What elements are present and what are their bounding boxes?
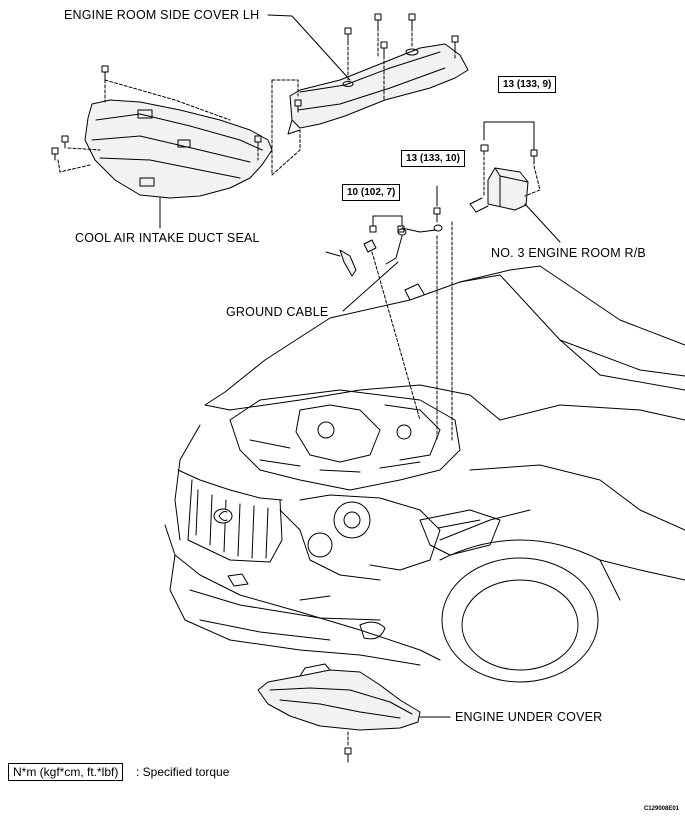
leader-ground-torque [372, 215, 403, 227]
duct-seal-dashed-leaders [57, 79, 259, 173]
torque-ground-bolt: 10 (102, 7) [342, 184, 401, 201]
label-no3-engine-room-rb: NO. 3 ENGINE ROOM R/B [491, 246, 646, 260]
torque-rb-bolt: 13 (133, 9) [498, 76, 557, 93]
torque-unit-legend: N*m (kgf*cm, ft.*lbf) [8, 763, 124, 781]
no3-engine-room-rb [469, 167, 529, 213]
leader-rb [524, 203, 561, 243]
label-ground-cable: GROUND CABLE [226, 305, 329, 319]
side-cover-dashed-leaders [271, 27, 456, 176]
duct-seal-clips [51, 65, 262, 161]
vehicle-front [164, 265, 685, 683]
leader-side-cover [267, 14, 293, 17]
rb-nut-and-bolt [480, 144, 538, 165]
leader-ground-cable [342, 261, 399, 312]
torque-legend-meaning: : Specified torque [136, 765, 230, 779]
label-engine-under-cover: ENGINE UNDER COVER [455, 710, 603, 724]
engine-under-cover [257, 663, 421, 731]
engine-bay-dashed-leaders [371, 221, 453, 441]
under-cover-bolt [344, 747, 352, 763]
label-cool-air-intake-duct-seal: COOL AIR INTAKE DUCT SEAL [75, 231, 260, 245]
rb-dashed-leaders [483, 151, 541, 197]
ground-cable [325, 224, 443, 277]
cool-air-intake-duct-seal [84, 99, 273, 199]
leader-side-cover-tail [291, 15, 351, 81]
engine-room-side-cover-lh [287, 43, 469, 135]
leader-rb-torque [483, 121, 535, 151]
figure-id: C129008E01 [643, 806, 679, 812]
label-engine-room-side-cover-lh: ENGINE ROOM SIDE COVER LH [64, 8, 260, 22]
side-cover-clips [294, 13, 459, 113]
torque-cable-bolt: 13 (133, 10) [401, 150, 465, 167]
